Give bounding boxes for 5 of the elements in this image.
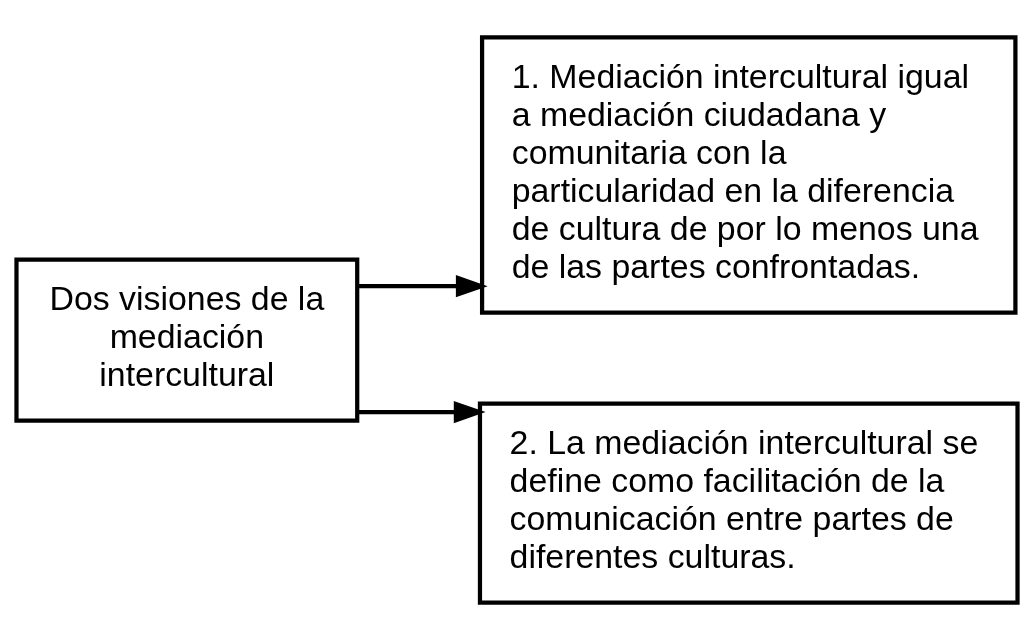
arrow bbox=[357, 274, 488, 297]
node-box: Dos visiones de la mediación intercultural bbox=[14, 257, 360, 423]
arrow bbox=[357, 400, 486, 423]
node-box: 1. Mediación intercultural igual a mediación ciudadana y comunitaria con la particularidad en la diferencia de cultura de por lo menos una de las partes confrontadas. bbox=[479, 34, 1018, 315]
node-box: 2. La mediación intercultural se define como facilitación de la comunicación entre partes de diferentes culturas. bbox=[477, 401, 1020, 605]
